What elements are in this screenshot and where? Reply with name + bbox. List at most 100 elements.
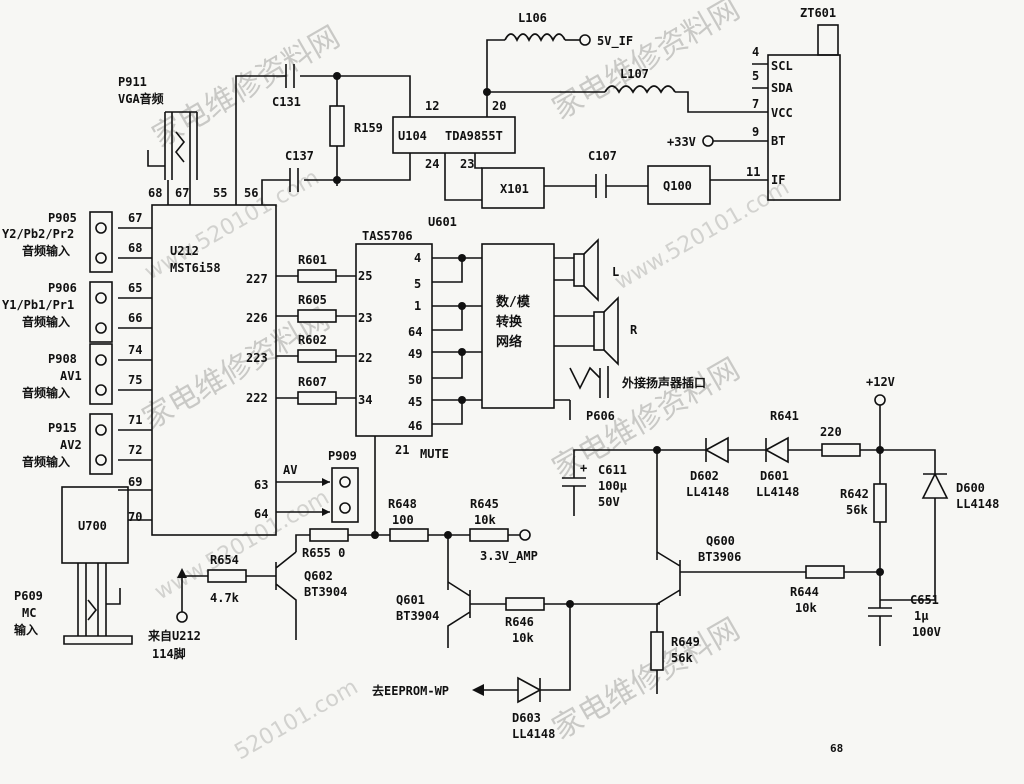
p905-pin bbox=[95, 252, 107, 264]
c137-label: C137 bbox=[285, 149, 314, 163]
p908-line2: 音频输入 bbox=[22, 385, 70, 400]
inductor-l106 bbox=[504, 33, 566, 43]
c651-symbol bbox=[868, 600, 892, 646]
connector-p906: P906 Y1/Pb1/Pr1 音频输入 bbox=[2, 281, 113, 343]
connector-p609: P609 MC 输入 bbox=[14, 563, 133, 645]
p915-ref: P915 bbox=[48, 421, 77, 435]
wire-vcc bbox=[675, 91, 768, 113]
r602-label: R602 bbox=[298, 333, 327, 347]
connector-p905: P905 Y2/Pb2/Pr2 音频输入 bbox=[2, 211, 113, 273]
d602-part: LL4148 bbox=[686, 485, 729, 499]
d603-part: LL4148 bbox=[512, 727, 555, 741]
p915-line2: 音频输入 bbox=[22, 454, 70, 469]
resistor-r648 bbox=[389, 528, 429, 542]
p911-desc: VGA音频 bbox=[118, 91, 164, 106]
p606-jack bbox=[569, 366, 609, 420]
pin-label: 5 bbox=[752, 69, 759, 83]
d602-symbol bbox=[704, 436, 729, 464]
r648-val: 100 bbox=[392, 513, 414, 527]
junction bbox=[876, 446, 884, 454]
terminal-33v-amp bbox=[519, 529, 531, 541]
p915-pin bbox=[95, 454, 107, 466]
u104-part: TDA9855T bbox=[445, 129, 503, 143]
u700-ref: U700 bbox=[78, 519, 107, 533]
p911-ref: P911 bbox=[118, 75, 147, 89]
p905-pin bbox=[95, 222, 107, 234]
pin-label: 71 bbox=[128, 413, 142, 427]
speaker-r-label: R bbox=[630, 323, 638, 337]
watermark: 家电维修资料网 bbox=[147, 20, 346, 155]
pin-label: 24 bbox=[425, 157, 439, 171]
q601-part: BT3904 bbox=[396, 609, 439, 623]
p606-ref: P606 bbox=[586, 409, 615, 423]
pin-label: 70 bbox=[128, 510, 142, 524]
pin-label: 68 bbox=[148, 186, 162, 200]
diode-d603: D603 LL4148 bbox=[512, 676, 555, 741]
q602-symbol bbox=[275, 551, 297, 640]
x101-body bbox=[481, 167, 545, 209]
mute-label: MUTE bbox=[420, 447, 449, 461]
p909-ref: P909 bbox=[328, 449, 357, 463]
pin-label: 49 bbox=[408, 347, 422, 361]
u700-body bbox=[61, 486, 129, 564]
pin-label: 9 bbox=[752, 125, 759, 139]
pin-label: 67 bbox=[175, 186, 189, 200]
chip-u212: U212 MST6i58 55 56 67 68 65 66 74 75 71 … bbox=[128, 186, 297, 536]
net-12v: +12V bbox=[866, 375, 895, 389]
u601-body bbox=[355, 243, 433, 437]
r642-label: R642 bbox=[840, 487, 869, 501]
dac-network: 数/模 转换 网络 bbox=[481, 243, 555, 409]
p908-pin bbox=[95, 384, 107, 396]
wire-12v-rail bbox=[879, 405, 936, 601]
c611-plus: + bbox=[580, 461, 587, 475]
p905-line1: Y2/Pb2/Pr2 bbox=[2, 227, 74, 241]
p915-pin bbox=[95, 424, 107, 436]
r159-label: R159 bbox=[354, 121, 383, 135]
diode-d600: D600 LL4148 bbox=[921, 472, 999, 511]
u212-body bbox=[151, 204, 277, 536]
d601-ref: D601 bbox=[760, 469, 789, 483]
dac-line3: 网络 bbox=[496, 334, 522, 350]
pin-label: 20 bbox=[492, 99, 506, 113]
net-5v-if: 5V_IF bbox=[597, 34, 633, 49]
chip-u601: U601 TAS5706 25 23 22 34 4 5 1 64 49 50 … bbox=[355, 215, 457, 461]
pin-label: 56 bbox=[244, 186, 258, 200]
pin-label: 7 bbox=[752, 97, 759, 111]
pin-label: 45 bbox=[408, 395, 422, 409]
pin-label: 5 bbox=[414, 277, 421, 291]
c611-ref: C611 bbox=[598, 463, 627, 477]
pin-label: 222 bbox=[246, 391, 268, 405]
dac-line1: 数/模 bbox=[496, 294, 531, 310]
zt601-antenna bbox=[817, 24, 839, 56]
r607-label: R607 bbox=[298, 375, 327, 389]
p609-spring bbox=[87, 599, 98, 621]
connector-p606: P606 外接扬声器插口 bbox=[569, 366, 706, 423]
chip-u104: U104 TDA9855T 12 20 24 23 bbox=[392, 99, 516, 171]
pin-label: 75 bbox=[128, 373, 142, 387]
p909-body bbox=[331, 467, 359, 523]
q600-part: BT3906 bbox=[698, 550, 741, 564]
connector-p909: P909 bbox=[276, 449, 359, 523]
x101-ref: X101 bbox=[500, 182, 529, 196]
p906-body bbox=[89, 281, 113, 343]
q600-ref: Q600 bbox=[706, 534, 735, 548]
component-x101: X101 bbox=[481, 167, 545, 209]
r646-label: R646 bbox=[505, 615, 534, 629]
q601-ref: Q601 bbox=[396, 593, 425, 607]
r649-val: 56k bbox=[671, 651, 693, 665]
q602-part: BT3904 bbox=[304, 585, 347, 599]
p909-pin bbox=[339, 502, 351, 514]
speaker-r-coil bbox=[593, 311, 605, 351]
r641-label: R641 bbox=[770, 409, 799, 423]
pin-label: 50 bbox=[408, 373, 422, 387]
resistor-r655 bbox=[309, 528, 349, 542]
resistor-r644 bbox=[805, 565, 845, 579]
u104-ref: U104 bbox=[398, 129, 427, 143]
wire-mute-chain bbox=[295, 534, 520, 552]
pin-label: 74 bbox=[128, 343, 142, 357]
r644-val: 10k bbox=[795, 601, 817, 615]
arrow-up-icon bbox=[177, 568, 187, 578]
to-eeprom: 去EEPROM-WP bbox=[372, 683, 449, 698]
watermark: 家电维修资料网 bbox=[547, 612, 746, 747]
pin-label: 72 bbox=[128, 443, 142, 457]
